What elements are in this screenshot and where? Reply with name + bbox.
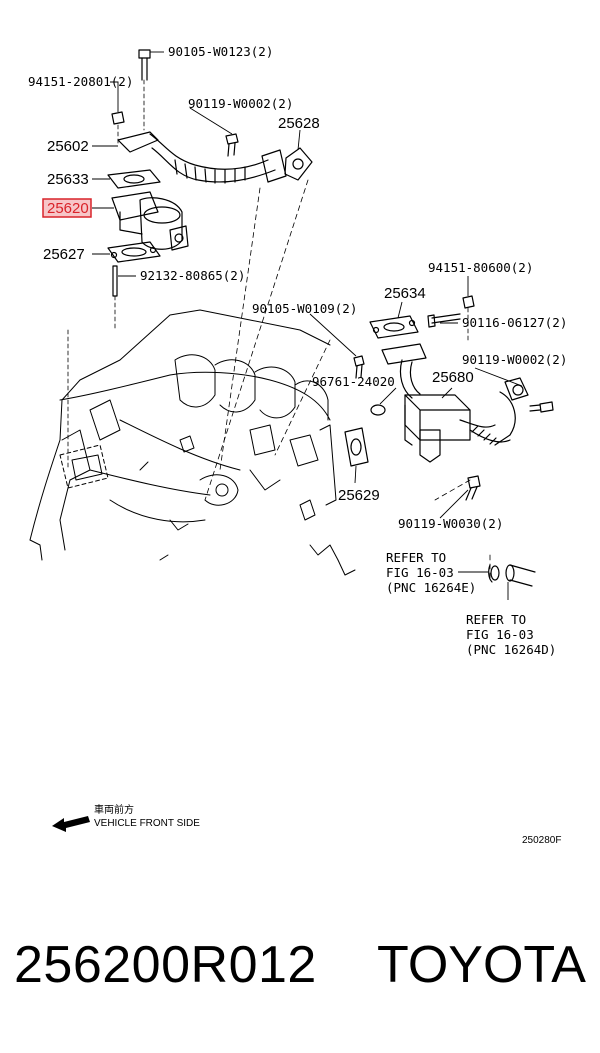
callout-25602: 25602 — [47, 138, 89, 155]
callout-90116-06127: 90116-06127(2) — [462, 315, 567, 330]
callout-90119-w0030: 90119-W0030(2) — [398, 516, 503, 531]
oring-96761-24020 — [370, 404, 386, 416]
stud-92132-80865 — [67, 265, 118, 471]
bolt-90116-06127 — [427, 313, 461, 328]
front-label-en: VEHICLE FRONT SIDE — [94, 818, 200, 829]
vehicle-front-indicator: 車両前方 VEHICLE FRONT SIDE — [52, 803, 200, 832]
nut-94151-20801 — [111, 111, 125, 146]
svg-text:REFER TO: REFER TO — [386, 550, 446, 565]
callout-94151-80600: 94151-80600(2) — [428, 260, 533, 275]
callout-25629: 25629 — [338, 487, 380, 504]
callout-90119-w0002-right: 90119-W0002(2) — [462, 352, 567, 367]
svg-text:(PNC 16264E): (PNC 16264E) — [386, 580, 476, 595]
bolt-90119-w0002-right — [529, 401, 554, 413]
callout-90105-w0109: 90105-W0109(2) — [252, 301, 357, 316]
bolt-90119-w0002-top — [225, 133, 239, 157]
refer-note-16264d: REFER TO FIG 16-03 (PNC 16264D) — [466, 612, 556, 657]
callout-92132-80865: 92132-80865(2) — [140, 268, 245, 283]
egr-cooler-25680 — [381, 343, 529, 463]
svg-text:FIG 16-03: FIG 16-03 — [386, 565, 454, 580]
callout-25620: 25620 — [47, 200, 89, 217]
front-label-jp: 車両前方 — [94, 803, 134, 816]
callout-25633: 25633 — [47, 171, 89, 188]
front-arrow-icon — [52, 816, 90, 832]
figure-code: 250280F — [522, 835, 561, 846]
callout-94151-20801: 94151-20801(2) — [28, 74, 133, 89]
bolt-90105-w0109 — [353, 355, 365, 379]
bolt-90119-w0030 — [465, 475, 481, 501]
flange-25628 — [261, 147, 313, 183]
parts-diagram: 90105-W0123(2) 94151-20801(2) 90119-W000… — [28, 44, 567, 846]
gasket-25627 — [107, 241, 161, 263]
egr-valve-25620 — [111, 191, 189, 251]
svg-text:FIG 16-03: FIG 16-03 — [466, 627, 534, 642]
nut-94151-80600 — [462, 295, 475, 341]
callout-90119-w0002-top: 90119-W0002(2) — [188, 96, 293, 111]
part-number: 256200R012 — [14, 936, 317, 994]
refer-note-16264e: REFER TO FIG 16-03 (PNC 16264E) — [386, 550, 476, 595]
gasket-25629 — [344, 427, 369, 467]
brand-name: TOYOTA — [377, 936, 586, 994]
footer: 256200R012 TOYOTA — [0, 935, 600, 1015]
svg-text:REFER TO: REFER TO — [466, 612, 526, 627]
svg-text:(PNC 16264D): (PNC 16264D) — [466, 642, 556, 657]
highlight-box — [42, 198, 92, 218]
callout-25680: 25680 — [432, 369, 474, 386]
hose-stub — [488, 564, 536, 587]
guide-lines — [204, 179, 491, 581]
callout-25634: 25634 — [384, 285, 426, 302]
bolt-90105-w0123 — [138, 49, 151, 131]
callouts: 90105-W0123(2) 94151-20801(2) 90119-W000… — [28, 44, 567, 531]
leader-lines — [92, 51, 523, 600]
callout-96761-24020: 96761-24020 — [312, 374, 395, 389]
engine-block — [29, 309, 356, 576]
callout-25628: 25628 — [278, 115, 320, 132]
callout-25627: 25627 — [43, 246, 85, 263]
gasket-25634 — [369, 315, 419, 339]
gasket-25633 — [107, 169, 161, 189]
callout-90105-w0123: 90105-W0123(2) — [168, 44, 273, 59]
egr-pipe-25602 — [117, 131, 276, 184]
